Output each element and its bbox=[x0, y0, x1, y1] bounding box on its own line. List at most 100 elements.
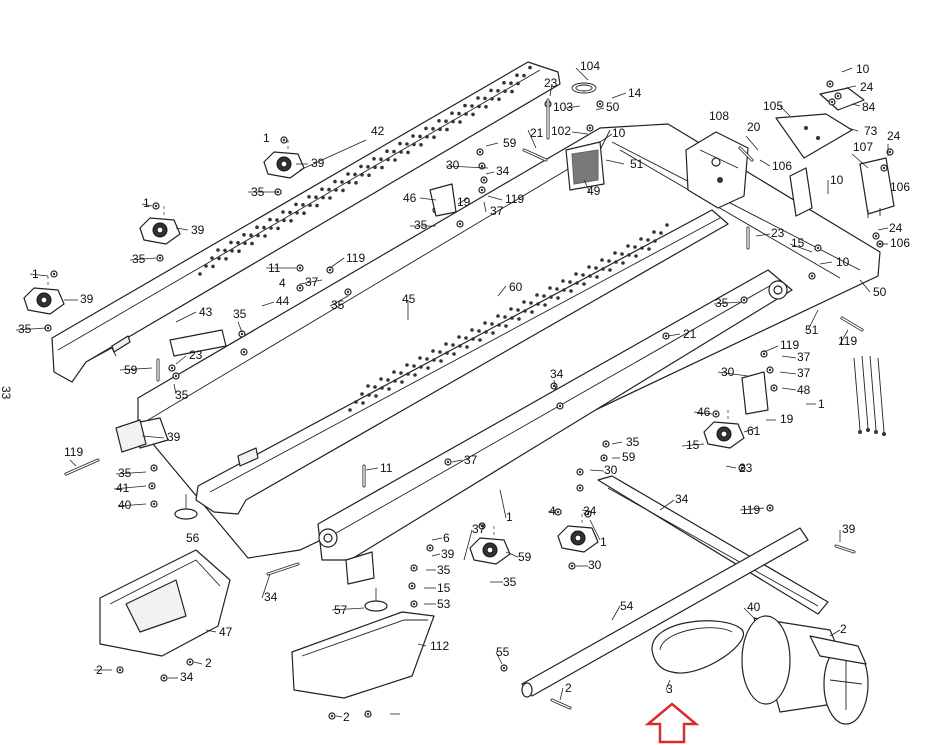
leader-line bbox=[331, 607, 365, 611]
right-foot-rail bbox=[195, 209, 729, 515]
part-label: 107 bbox=[853, 140, 873, 154]
part-label: 30 bbox=[446, 158, 460, 172]
part-label: 57 bbox=[334, 603, 348, 617]
fastener bbox=[770, 384, 778, 392]
part-label: 119 bbox=[780, 338, 799, 352]
leveling-foot-left bbox=[174, 494, 198, 520]
leader-line bbox=[117, 503, 147, 507]
part-label: 14 bbox=[628, 86, 642, 100]
leader-line bbox=[781, 355, 797, 359]
bracket-46-left bbox=[429, 183, 457, 217]
leader-line bbox=[745, 135, 759, 151]
leader-line bbox=[847, 127, 859, 132]
part-label: 35 bbox=[251, 185, 265, 199]
part-label: 53 bbox=[437, 597, 451, 611]
leader-line bbox=[841, 67, 853, 73]
part-label: 20 bbox=[747, 120, 761, 134]
leader-line bbox=[141, 203, 153, 207]
leader-line bbox=[571, 131, 589, 135]
leader-line bbox=[485, 142, 499, 147]
long-bolt bbox=[522, 148, 548, 162]
part-label: 49 bbox=[587, 184, 601, 198]
part-label: 61 bbox=[747, 424, 761, 438]
leader-line bbox=[743, 427, 757, 433]
leader-line bbox=[299, 279, 323, 285]
part-label: 1 bbox=[818, 397, 825, 411]
fastener bbox=[364, 710, 372, 718]
part-label: 35 bbox=[175, 388, 189, 402]
fastener bbox=[280, 136, 288, 144]
part-label: 35 bbox=[18, 322, 32, 336]
part-label: 21 bbox=[530, 126, 544, 140]
part-label: 1 bbox=[506, 510, 513, 524]
fastener bbox=[116, 666, 124, 674]
leader-line bbox=[759, 159, 771, 167]
part-label: 24 bbox=[860, 80, 874, 94]
leader-line bbox=[15, 327, 47, 331]
part-label: 119 bbox=[505, 192, 524, 206]
part-label: 50 bbox=[606, 100, 620, 114]
leader-line bbox=[119, 367, 153, 371]
leader-line bbox=[575, 67, 589, 81]
fastener bbox=[808, 272, 816, 280]
leader-line bbox=[457, 197, 469, 205]
leader-line bbox=[599, 133, 613, 143]
leader-line bbox=[611, 605, 621, 621]
part-label: 50 bbox=[873, 285, 887, 299]
leader-line bbox=[417, 643, 427, 647]
leader-line bbox=[495, 651, 503, 665]
left-foot-rail bbox=[51, 61, 561, 383]
part-label: 104 bbox=[580, 59, 600, 73]
part-label: 46 bbox=[697, 405, 711, 419]
fastener bbox=[186, 658, 194, 666]
part-label: 40 bbox=[747, 600, 761, 614]
leader-line bbox=[611, 441, 623, 445]
part-label: 48 bbox=[797, 383, 811, 397]
leader-line bbox=[173, 383, 177, 395]
part-label: 1 bbox=[600, 535, 607, 549]
fastener bbox=[344, 288, 352, 296]
leader-line bbox=[175, 311, 197, 323]
part-label: 30 bbox=[604, 463, 618, 477]
shroud-47 bbox=[291, 611, 435, 699]
fastener bbox=[568, 562, 576, 570]
part-label: 15 bbox=[437, 581, 451, 595]
roller-bracket-49 bbox=[565, 141, 605, 191]
long-bolt bbox=[738, 146, 754, 162]
wheel-assembly bbox=[557, 514, 599, 553]
part-label: 105 bbox=[763, 99, 783, 113]
part-label: 84 bbox=[862, 100, 876, 114]
fastener bbox=[296, 264, 304, 272]
fastener bbox=[168, 364, 176, 372]
leader-line bbox=[547, 509, 557, 513]
leader-line bbox=[779, 105, 791, 117]
leader-line bbox=[807, 309, 819, 331]
drive-belt-55 bbox=[651, 620, 744, 674]
part-label: 1 bbox=[32, 267, 39, 281]
part-label: 11 bbox=[380, 461, 393, 475]
fastener bbox=[586, 124, 594, 132]
part-label: 34 bbox=[550, 367, 564, 381]
part-label: 1 bbox=[143, 196, 150, 210]
fastener bbox=[326, 266, 334, 274]
leader-line bbox=[527, 129, 537, 149]
part-label: 108 bbox=[709, 109, 729, 123]
part-label: 10 bbox=[612, 126, 626, 140]
fastener bbox=[834, 92, 842, 100]
fastener bbox=[766, 366, 774, 374]
fastener bbox=[240, 348, 248, 356]
fastener bbox=[50, 270, 58, 278]
leader-line bbox=[549, 83, 553, 97]
part-label: 39 bbox=[167, 430, 181, 444]
long-bolt bbox=[834, 544, 856, 554]
part-label: 55 bbox=[496, 645, 510, 659]
part-label: 2 bbox=[205, 656, 212, 670]
leader-line bbox=[611, 92, 627, 99]
part-label: 39 bbox=[191, 223, 205, 237]
part-label: 30 bbox=[588, 558, 602, 572]
part-label: 35 bbox=[414, 218, 428, 232]
fastener bbox=[296, 284, 304, 292]
part-label: 59 bbox=[503, 136, 517, 150]
bracket-46-right bbox=[741, 371, 769, 415]
